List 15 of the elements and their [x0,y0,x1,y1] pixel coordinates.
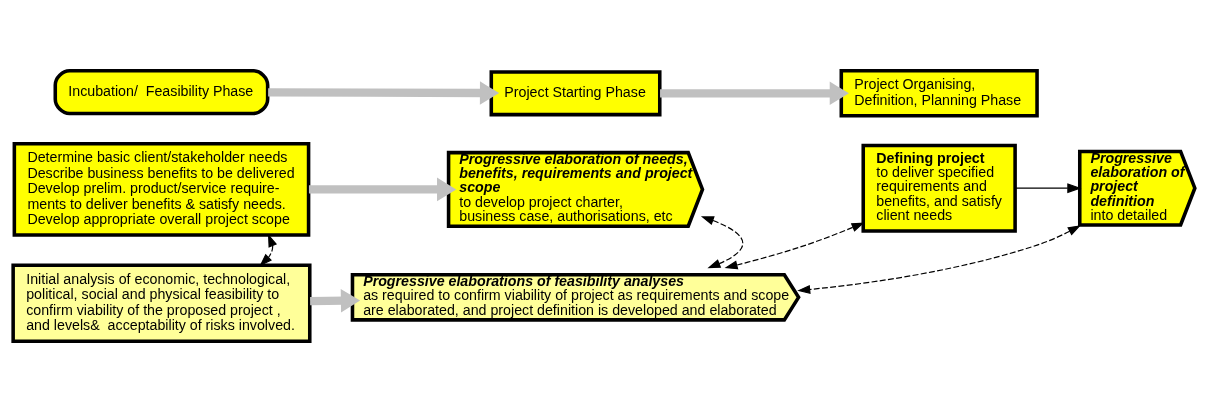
arrow [660,81,849,106]
node-box: Project Organising, Definition, Planning Phase [839,68,1039,118]
arrow [310,288,361,313]
arrow [797,225,1081,294]
arrow [1014,183,1082,194]
node-box: Determine basic client/stakeholder needs Describe business benefits to be delivered Develop prelim. product/service require- ments to deliver benefits & satisfy needs. Develop appropriate overall project scope [12,141,311,237]
arrow [259,233,278,267]
node-box: Initial analysis of economic, technological, political, social and physical feasibility to confirm viability of the proposed project , and levels& acceptability of risks involved. [11,263,312,344]
node-box: Incubation/ Feasibility Phase [53,68,270,116]
node-box: Defining project to deliver specified requirements and benefits, and satisfy client needs [861,143,1017,233]
arrow [700,216,744,269]
arrow [268,81,500,105]
arrow [724,222,865,270]
node-box: Project Starting Phase [489,70,662,117]
arrow [308,177,457,202]
